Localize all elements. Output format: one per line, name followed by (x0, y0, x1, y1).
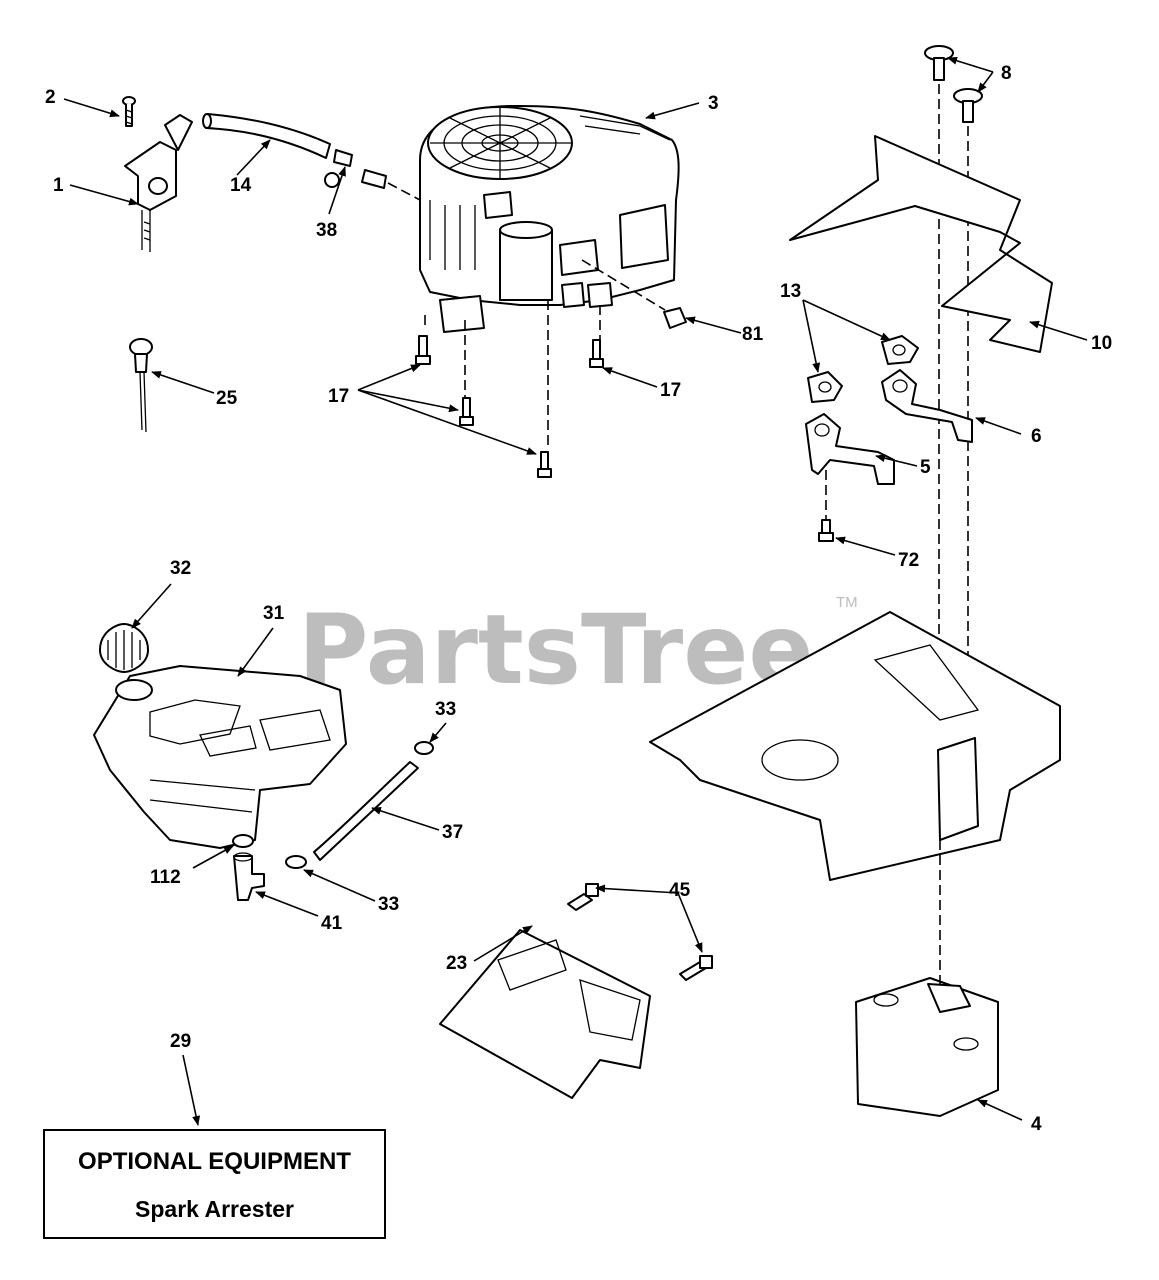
hose-clamp-part-33-top (414, 741, 434, 755)
callout-label: 17 (660, 380, 681, 401)
grommet-part-112 (232, 834, 254, 848)
fuel-line-part-37 (313, 761, 419, 861)
throttle-control-part (124, 114, 193, 252)
callout-label: 33 (378, 894, 399, 915)
callout-label: 17 (328, 386, 349, 407)
fuel-hose-part-14 (202, 113, 421, 201)
callout-label: 4 (1031, 1114, 1042, 1135)
callout-label: 10 (1091, 333, 1112, 354)
watermark-trademark: TM (836, 594, 858, 611)
gasket-parts-13 (807, 335, 919, 403)
fuel-tank-part-31 (93, 665, 347, 849)
callout-labels: 2 1 14 38 3 8 10 13 6 5 72 81 17 17 25 3… (45, 63, 1112, 1135)
callout-label: 5 (920, 457, 931, 478)
callout-label: 1 (53, 175, 64, 196)
fitting-part-81 (663, 307, 687, 329)
callout-label: 6 (1031, 426, 1042, 447)
fuel-cap-part-32 (99, 623, 149, 673)
callout-label: 33 (435, 699, 456, 720)
optional-equipment-title: OPTIONAL EQUIPMENT (78, 1148, 351, 1175)
fuel-valve-part-41 (233, 852, 265, 901)
hose-clamp-part-33-bottom (285, 855, 307, 869)
callout-label: 38 (316, 220, 337, 241)
bolt-parts-45 (567, 883, 713, 981)
bolt-parts-17 (415, 335, 604, 478)
callout-label: 2 (45, 87, 56, 108)
callout-label: 25 (216, 388, 238, 409)
callout-label: 81 (742, 324, 764, 345)
exhaust-pipe-part-5 (805, 413, 895, 520)
callout-label: 13 (780, 281, 801, 302)
callout-label: 23 (446, 953, 467, 974)
callout-label: 37 (442, 822, 463, 843)
optional-equipment-box: OPTIONAL EQUIPMENT Spark Arrester (43, 1129, 386, 1239)
heat-shield-part-10 (789, 135, 1053, 353)
leader-lines (63, 56, 1088, 1126)
exhaust-pipe-part-6 (881, 369, 973, 443)
callout-label: 32 (170, 558, 191, 579)
tractor-frame (649, 611, 1061, 881)
callout-label: 29 (170, 1031, 191, 1052)
callout-label: 41 (321, 913, 343, 934)
dipstick-part-25 (129, 338, 153, 433)
callout-label: 14 (230, 175, 252, 196)
callout-label: 45 (669, 880, 691, 901)
muffler-part-4 (855, 840, 999, 1117)
engine-part (419, 104, 680, 450)
bolt-parts-8 (924, 45, 983, 735)
screw-part-2 (122, 96, 136, 127)
watermark: PartsTree (298, 594, 813, 706)
optional-equipment-subtitle: Spark Arrester (135, 1196, 294, 1222)
callout-label: 72 (898, 550, 919, 571)
callout-label: 112 (150, 867, 181, 888)
bolt-part-72 (818, 519, 834, 542)
callout-label: 3 (708, 93, 719, 114)
callout-label: 8 (1001, 63, 1012, 84)
exhaust-bracket-part-23 (439, 929, 651, 1099)
callout-label: 31 (263, 603, 285, 624)
